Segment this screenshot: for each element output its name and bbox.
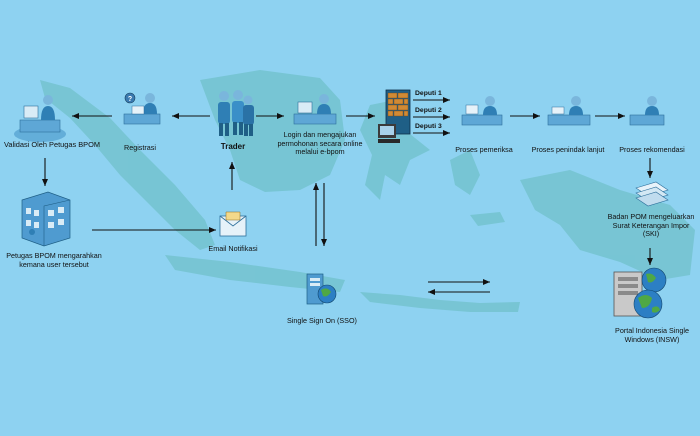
deputi-1-label: Deputi 1 [415, 90, 442, 97]
petugas-label: Petugas BPOM mengarahkan kemana user ter… [6, 251, 102, 269]
badan-pom-label: Badan POM mengeluarkan Surat Keterangan … [607, 212, 695, 239]
document-stack-icon [635, 181, 669, 207]
server-firewall-icon [378, 89, 411, 143]
trader-label: Trader [220, 142, 246, 151]
proses-rekomendasi-label: Proses rekomendasi [619, 145, 685, 154]
inspector-desk-icon [461, 96, 503, 126]
envelope-icon [219, 211, 247, 237]
deputi-2-label: Deputi 2 [415, 107, 442, 114]
registration-desk-icon: ? [123, 92, 161, 125]
office-building-icon [21, 191, 71, 247]
recommendation-desk-icon [629, 96, 665, 126]
sso-label: Single Sign On (SSO) [287, 316, 357, 325]
computer-user-icon [293, 94, 337, 125]
people-group-icon [218, 90, 254, 136]
portal-label: Portal Indonesia Single Windows (INSW) [615, 326, 689, 344]
deputi-3-label: Deputi 3 [415, 123, 442, 130]
sso-server-globe-icon [306, 273, 337, 305]
svg-text:?: ? [128, 96, 132, 103]
registrasi-label: Registrasi [124, 143, 156, 152]
officer-at-desk-icon [14, 95, 66, 142]
follow-up-desk-icon [547, 96, 591, 126]
proses-penindak-label: Proses penindak lanjut [531, 145, 605, 154]
proses-pemeriksa-label: Proses pemeriksa [455, 145, 513, 154]
login-label: Login dan mengajukan permohonan secara o… [277, 130, 363, 157]
email-label: Email Notifikasi [208, 244, 258, 253]
globe-server-icon [613, 267, 667, 319]
validasi-label: Validasi Oleh Petugas BPOM [4, 140, 100, 149]
